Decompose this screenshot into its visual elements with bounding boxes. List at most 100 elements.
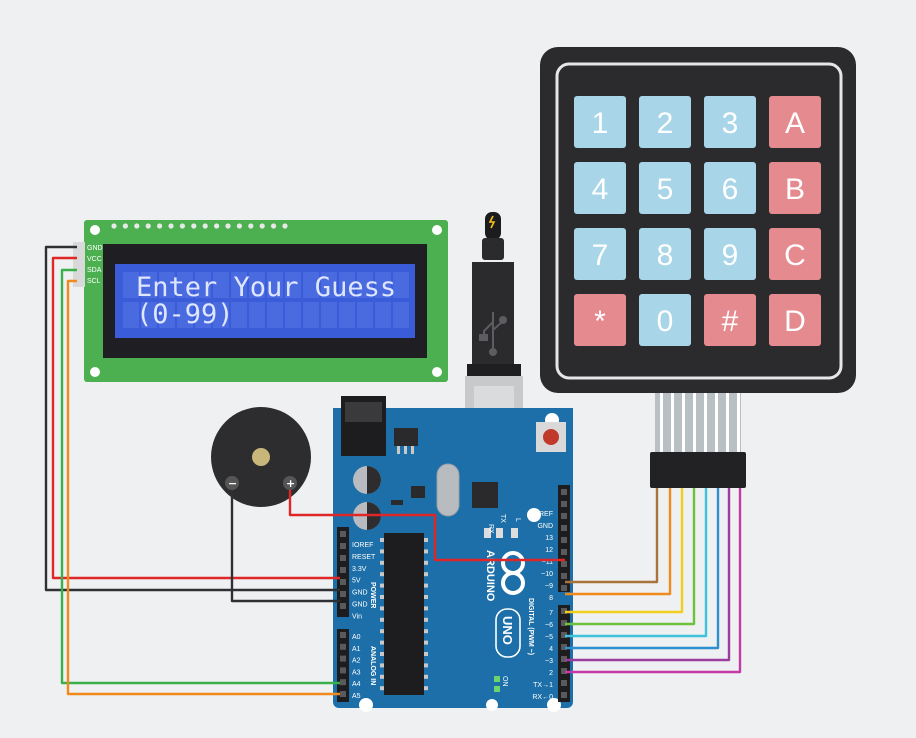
lcd-cell: [393, 272, 409, 298]
lcd-cell: [177, 272, 193, 298]
digital-pin-label: ~6: [545, 622, 553, 629]
keypad-border: [555, 62, 843, 380]
wire-keypad-1[interactable]: [565, 488, 659, 584]
lcd-header-pin: [248, 223, 254, 229]
key-*[interactable]: *: [574, 294, 626, 346]
key-C[interactable]: C: [769, 228, 821, 280]
usb-icon: [479, 312, 507, 356]
digital-pin-label: ~3: [545, 658, 553, 665]
key-0[interactable]: 0: [639, 294, 691, 346]
key-label: 3: [722, 107, 739, 140]
wire-lcd-sda[interactable]: [60, 268, 340, 685]
lcd-header-pin: [179, 223, 185, 229]
mount-hole: [432, 225, 442, 235]
analog-pin-label: A2: [352, 658, 361, 665]
lcd-cell: [195, 302, 211, 328]
key-cap: [704, 96, 756, 148]
key-B[interactable]: B: [769, 162, 821, 214]
wire-keypad-4[interactable]: [565, 488, 696, 626]
power-header-label: POWER: [369, 582, 376, 608]
key-label: A: [785, 107, 805, 140]
lcd-cell: [249, 272, 265, 298]
buzzer-center: [252, 448, 270, 466]
key-1[interactable]: 1: [574, 96, 626, 148]
mount-hole: [90, 225, 100, 235]
key-cap: [769, 162, 821, 214]
lcd-cell: [357, 272, 373, 298]
key-D[interactable]: D: [769, 294, 821, 346]
key-8[interactable]: 8: [639, 228, 691, 280]
lcd-cell: [321, 272, 337, 298]
key-cap: [574, 228, 626, 280]
key-cap: [639, 294, 691, 346]
key-cap: [704, 228, 756, 280]
l-label: L: [514, 518, 521, 522]
key-3[interactable]: 3: [704, 96, 756, 148]
key-A[interactable]: A: [769, 96, 821, 148]
lcd-cell: [375, 302, 391, 328]
lcd-cell: [339, 302, 355, 328]
wire-keypad-6[interactable]: [565, 488, 720, 650]
voltage-regulator: [394, 428, 418, 446]
lcd-header-pin: [168, 223, 174, 229]
lcd-header-pins: [111, 223, 288, 229]
power-pin-label: GND: [352, 602, 368, 609]
arduino-uno-board[interactable]: RX TX L ON ARDUINO UNO IOREFRESET3.3V5VG…: [333, 396, 573, 712]
key-label: D: [784, 305, 806, 338]
key-6[interactable]: 6: [704, 162, 756, 214]
atmega-microcontroller: [384, 533, 424, 695]
l-led: [511, 528, 518, 538]
wire-keypad-8[interactable]: [565, 488, 742, 674]
lcd-cell: [159, 272, 175, 298]
lcd-cell: [357, 302, 373, 328]
key-label: C: [784, 239, 806, 272]
key-label: 9: [722, 239, 739, 272]
digital-pin-label: AREF: [534, 511, 553, 518]
key-9[interactable]: 9: [704, 228, 756, 280]
key-4[interactable]: 4: [574, 162, 626, 214]
key-7[interactable]: 7: [574, 228, 626, 280]
lcd-cell: [249, 302, 265, 328]
lcd-cell: [159, 302, 175, 328]
key-cap: [639, 96, 691, 148]
uno-badge: [495, 608, 521, 658]
lcd-cell: [375, 272, 391, 298]
arduino-brand: ARDUINO: [484, 550, 496, 602]
lcd-module[interactable]: Enter Your Guess (0-99) GND VCC SDA SCL: [73, 220, 448, 382]
lcd-header-pin: [145, 223, 151, 229]
key-cap: [704, 162, 756, 214]
wire-buzzer-signal[interactable]: [288, 490, 565, 562]
mount-hole: [432, 367, 442, 377]
digital-pin-label: GND: [537, 523, 553, 530]
wire-lcd-vcc[interactable]: [51, 256, 340, 580]
key-5[interactable]: 5: [639, 162, 691, 214]
key-cap: [769, 96, 821, 148]
key-cap: [769, 228, 821, 280]
mount-hole: [547, 698, 561, 712]
key-2[interactable]: 2: [639, 96, 691, 148]
lcd-cell: [123, 272, 139, 298]
digital-pin-label: ~9: [545, 583, 553, 590]
key-label: *: [594, 305, 606, 338]
wire-keypad-5[interactable]: [565, 488, 708, 638]
lcd-cell: [213, 302, 229, 328]
power-bolt-icon: [488, 215, 496, 229]
lcd-header-pin: [282, 223, 288, 229]
wires: [44, 245, 742, 696]
wire-keypad-2[interactable]: [565, 488, 672, 596]
wire-lcd-gnd[interactable]: [44, 245, 340, 592]
key-#[interactable]: #: [704, 294, 756, 346]
key-label: 4: [592, 173, 609, 206]
wire-lcd-scl[interactable]: [66, 279, 340, 696]
digital-pin-label: 2: [549, 670, 553, 677]
wire-buzzer-gnd[interactable]: [230, 490, 340, 603]
wire-keypad-3[interactable]: [565, 488, 684, 614]
lcd-cell: [267, 272, 283, 298]
tx-label: TX: [499, 514, 506, 523]
wire-keypad-7[interactable]: [565, 488, 731, 662]
piezo-buzzer[interactable]: − +: [211, 407, 311, 507]
digital-pin-label: ~11: [542, 559, 553, 566]
